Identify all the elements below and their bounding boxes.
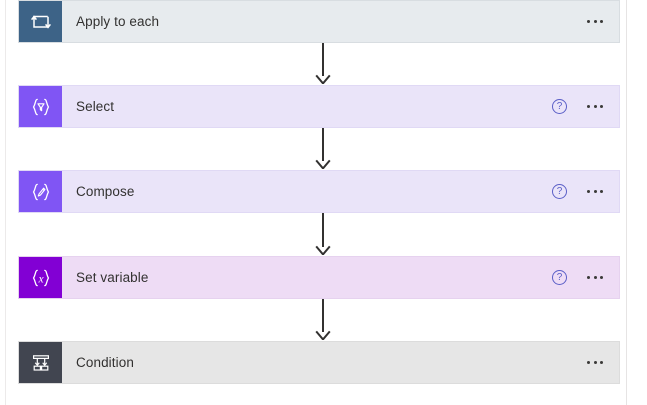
flow-step-actions: ? xyxy=(552,99,609,114)
condition-branch-icon xyxy=(19,342,62,383)
loop-arrow-icon xyxy=(19,1,62,42)
flow-connector-arrow xyxy=(315,299,331,341)
connector-arrowhead xyxy=(315,330,331,340)
connector-stem xyxy=(322,299,324,332)
canvas-right-rule xyxy=(626,0,627,405)
flow-step-actions xyxy=(587,20,609,23)
braces-x-icon: x xyxy=(19,257,62,298)
flow-step-title: Set variable xyxy=(76,270,149,285)
help-icon[interactable]: ? xyxy=(552,270,567,285)
flow-step-body: Set variable? xyxy=(62,257,619,298)
flow-step-actions: ? xyxy=(552,184,609,199)
flow-step-set-variable[interactable]: x Set variable? xyxy=(18,256,620,299)
more-options-icon[interactable] xyxy=(587,276,603,279)
connector-arrowhead xyxy=(315,159,331,169)
flow-step-body: Compose? xyxy=(62,171,619,212)
flow-step-title: Apply to each xyxy=(76,14,160,29)
flow-step-body: Apply to each xyxy=(62,1,619,42)
flow-step-apply-to-each[interactable]: Apply to each xyxy=(18,0,620,43)
connector-stem xyxy=(322,213,324,247)
connector-arrowhead xyxy=(315,74,331,84)
flow-step-compose[interactable]: Compose? xyxy=(18,170,620,213)
connector-stem xyxy=(322,128,324,161)
flow-step-select[interactable]: Select? xyxy=(18,85,620,128)
flow-step-actions: ? xyxy=(552,270,609,285)
canvas-left-rule xyxy=(5,0,6,405)
flow-connector-arrow xyxy=(315,128,331,170)
svg-text:x: x xyxy=(37,273,44,285)
more-options-icon[interactable] xyxy=(587,105,603,108)
flow-step-title: Select xyxy=(76,99,115,114)
connector-arrowhead xyxy=(315,245,331,255)
braces-pencil-icon xyxy=(19,171,62,212)
flow-step-title: Condition xyxy=(76,355,134,370)
help-icon[interactable]: ? xyxy=(552,99,567,114)
more-options-icon[interactable] xyxy=(587,361,603,364)
more-options-icon[interactable] xyxy=(587,190,603,193)
braces-filter-icon xyxy=(19,86,62,127)
flow-step-body: Select? xyxy=(62,86,619,127)
flow-connector-arrow xyxy=(315,213,331,256)
connector-stem xyxy=(322,43,324,76)
flow-connector-arrow xyxy=(315,43,331,85)
flow-step-condition[interactable]: Condition xyxy=(18,341,620,384)
flow-step-actions xyxy=(587,361,609,364)
flow-step-body: Condition xyxy=(62,342,619,383)
more-options-icon[interactable] xyxy=(587,20,603,23)
help-icon[interactable]: ? xyxy=(552,184,567,199)
flow-step-title: Compose xyxy=(76,184,135,199)
